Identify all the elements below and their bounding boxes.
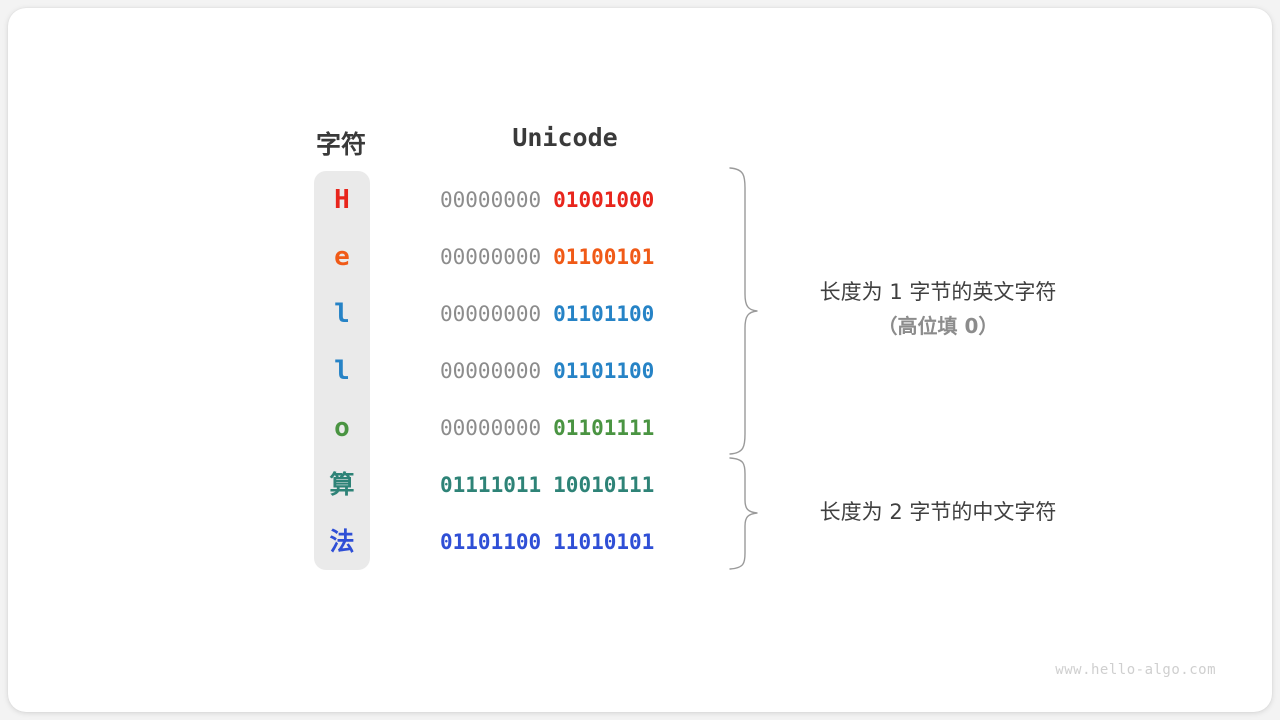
low-byte: 01101100 bbox=[553, 358, 655, 383]
high-byte: 01101100 bbox=[440, 529, 542, 554]
character-cell: o bbox=[334, 412, 350, 443]
character-cell: e bbox=[334, 241, 350, 272]
character-cell: l bbox=[334, 298, 350, 329]
character-column-background bbox=[314, 171, 370, 570]
low-byte: 01101111 bbox=[553, 415, 655, 440]
brace-2-byte-group bbox=[729, 457, 758, 570]
high-byte: 00000000 bbox=[440, 358, 542, 383]
column-header-unicode: Unicode bbox=[512, 123, 618, 152]
unicode-binary-row: 00000000 01100101 bbox=[440, 228, 700, 285]
character-cell: 算 bbox=[329, 470, 355, 499]
unicode-binary-row: 01111011 10010111 bbox=[440, 456, 700, 513]
diagram-card: 字符 Unicode H 00000000 01001000 e 00000000 011… bbox=[8, 8, 1272, 712]
character-cell: l bbox=[334, 355, 350, 386]
low-byte: 10010111 bbox=[553, 472, 655, 497]
high-byte: 00000000 bbox=[440, 415, 542, 440]
low-byte: 01001000 bbox=[553, 187, 655, 212]
low-byte: 01101100 bbox=[553, 301, 655, 326]
low-byte: 01100101 bbox=[553, 244, 655, 269]
unicode-binary-row: 00000000 01101111 bbox=[440, 399, 700, 456]
unicode-binary-row: 00000000 01101100 bbox=[440, 342, 700, 399]
high-byte: 01111011 bbox=[440, 472, 542, 497]
annotation-2-byte: 长度为 2 字节的中文字符 bbox=[788, 496, 1088, 530]
unicode-binary-row: 00000000 01101100 bbox=[440, 285, 700, 342]
annotation-1-byte: 长度为 1 字节的英文字符 （高位填 0） bbox=[788, 276, 1088, 342]
low-byte: 11010101 bbox=[553, 529, 655, 554]
high-byte: 00000000 bbox=[440, 244, 542, 269]
annotation-1-byte-line1: 长度为 1 字节的英文字符 bbox=[819, 280, 1057, 304]
unicode-binary-row: 00000000 01001000 bbox=[440, 171, 700, 228]
high-byte: 00000000 bbox=[440, 301, 542, 326]
character-cell: 法 bbox=[329, 527, 355, 556]
high-byte: 00000000 bbox=[440, 187, 542, 212]
annotation-2-byte-line1: 长度为 2 字节的中文字符 bbox=[819, 500, 1057, 524]
annotation-1-byte-line2: （高位填 0） bbox=[877, 313, 999, 338]
column-header-character: 字符 bbox=[315, 130, 366, 159]
unicode-binary-row: 01101100 11010101 bbox=[440, 513, 700, 570]
brace-1-byte-group bbox=[729, 167, 758, 455]
watermark: www.hello-algo.com bbox=[1055, 662, 1216, 678]
character-cell: H bbox=[334, 184, 350, 215]
